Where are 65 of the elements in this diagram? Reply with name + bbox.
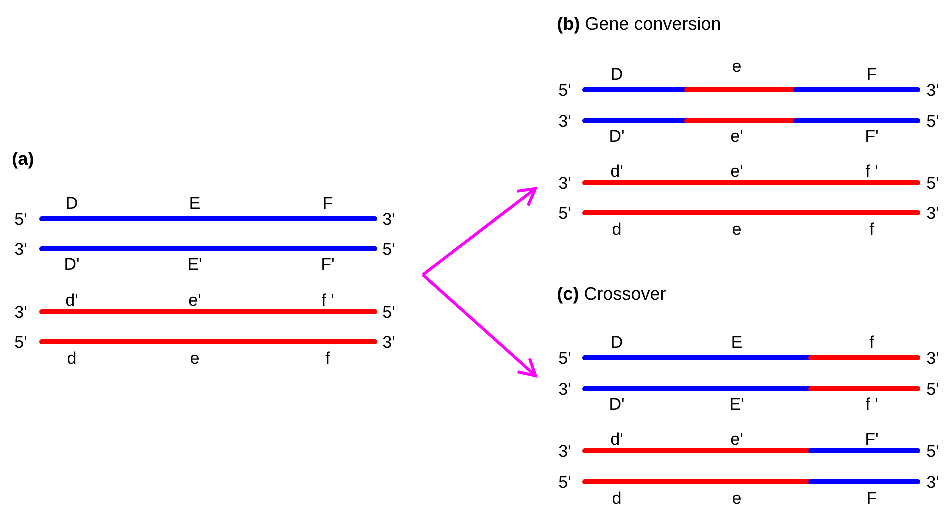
- allele-label: d': [610, 432, 624, 446]
- allele-label: 3': [926, 476, 940, 488]
- allele-label: d: [66, 352, 78, 364]
- strand-end-label: f ': [864, 164, 880, 177]
- strand-end-label: 3': [558, 115, 572, 128]
- allele-label: F': [320, 258, 336, 270]
- allele-label: E': [728, 398, 746, 410]
- allele-label: d: [611, 492, 623, 504]
- allele-label: F: [866, 68, 878, 80]
- strand-end-label: F': [864, 433, 880, 445]
- strand-end-label: 3': [558, 177, 572, 190]
- strand-end-label: 5': [14, 336, 28, 348]
- allele-label: e': [730, 165, 744, 178]
- allele-label: e: [731, 494, 743, 504]
- allele-label: e': [188, 294, 202, 306]
- allele-label: D': [63, 258, 81, 270]
- allele-label: E': [186, 258, 204, 270]
- allele-label: F: [866, 492, 878, 504]
- strand-end-label: 5': [558, 207, 572, 220]
- allele-label: D: [610, 68, 624, 80]
- allele-label: f ': [864, 398, 880, 410]
- strand-end-label: 3': [558, 445, 572, 458]
- allele-label: d: [611, 222, 623, 236]
- allele-label: d': [610, 164, 624, 178]
- allele-label: D': [608, 398, 626, 410]
- allele-label: D: [64, 197, 80, 209]
- allele-label: e: [189, 354, 201, 364]
- allele-label: 3': [926, 207, 940, 220]
- allele-label: E: [188, 197, 202, 209]
- arrow: [422, 187, 538, 276]
- allele-label: e': [730, 130, 744, 142]
- allele-label: f: [868, 222, 876, 235]
- allele-label: e: [731, 226, 743, 236]
- strand-end-label: 3': [926, 352, 940, 364]
- strand-end-label: 3': [14, 243, 28, 256]
- strand-end-label: 3': [14, 306, 28, 318]
- strand-end-label: 5': [382, 243, 396, 256]
- strand-end-label: 5': [926, 383, 940, 396]
- strand-end-label: 3': [558, 383, 572, 396]
- strand-end-label: 5': [558, 84, 572, 96]
- strand-end-label: 5': [926, 177, 940, 190]
- allele-label: D': [608, 130, 626, 142]
- panel-heading: (c) Crossover: [558, 286, 666, 304]
- allele-label: 3': [382, 336, 396, 348]
- allele-label: f: [868, 336, 876, 348]
- allele-label: e': [730, 433, 744, 446]
- strand-end-label: 5': [14, 213, 28, 226]
- allele-label: F': [864, 130, 880, 142]
- strand-end-label: 5': [558, 352, 572, 364]
- strand-end-label: 3': [926, 84, 940, 96]
- allele-label: F: [322, 197, 334, 209]
- arrow: [422, 274, 538, 378]
- strand-end-label: 5': [926, 115, 940, 128]
- allele-label: e: [731, 62, 743, 72]
- strand-end-label: 3': [382, 213, 396, 226]
- panel-heading: (b) Gene conversion: [558, 16, 720, 34]
- strand-end-label: 5': [382, 306, 396, 318]
- allele-label: E: [730, 336, 744, 348]
- panel-heading: (a): [13, 152, 34, 169]
- strand-end-label: 5': [926, 445, 940, 458]
- strand-end-label: 5': [558, 476, 572, 488]
- allele-label: D: [610, 336, 624, 348]
- allele-label: f: [324, 352, 332, 364]
- strand-end-label: f ': [320, 294, 336, 306]
- allele-label: d': [64, 294, 80, 306]
